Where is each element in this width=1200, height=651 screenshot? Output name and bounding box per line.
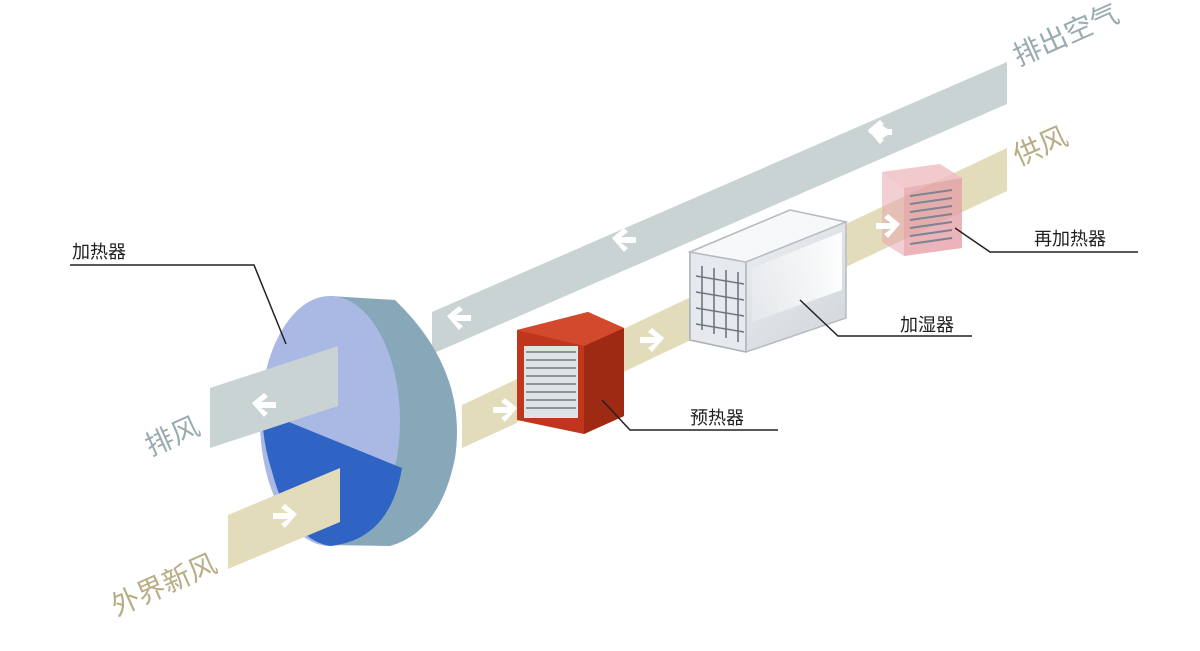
chevron-arrow-icon: [493, 398, 517, 422]
reheater-label: 再加热器: [1034, 229, 1106, 250]
preheater-leader-line: [601, 399, 778, 431]
chevron-arrow-icon: [868, 120, 892, 144]
chevron-arrow-icon: [273, 504, 297, 528]
preheater-label: 预热器: [690, 408, 744, 429]
humidifier-unit: [687, 209, 849, 353]
exhaust-duct: [432, 62, 1007, 354]
chevron-arrow-icon: [612, 228, 636, 252]
supply-duct-segment: [462, 380, 517, 448]
chevron-arrow-icon: [640, 328, 664, 352]
reheater-unit: [882, 164, 962, 256]
chevron-arrow-icon: [252, 393, 276, 417]
humidifier-leader-line: [799, 299, 972, 337]
humidifier-label: 加湿器: [900, 315, 954, 336]
exhaust-stub: [210, 346, 338, 448]
heater-leader-line: [70, 264, 287, 345]
chevron-arrow-icon: [447, 306, 471, 330]
heater-label: 加热器: [72, 242, 126, 263]
chevron-arrow-icon: [876, 214, 900, 238]
reheater-leader-line: [954, 227, 1138, 253]
preheater-unit: [517, 312, 624, 434]
